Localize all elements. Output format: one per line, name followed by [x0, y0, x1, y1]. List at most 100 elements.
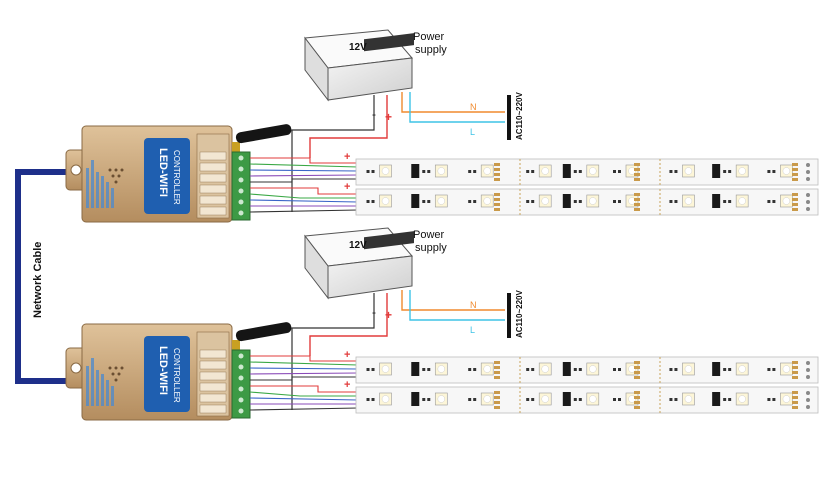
ic-chip	[562, 362, 571, 376]
resistor	[427, 368, 431, 371]
controller-subtitle: CONTROLLER	[172, 150, 181, 205]
led-emitter	[541, 167, 549, 175]
solder-pad	[494, 401, 500, 404]
led-emitter	[541, 365, 549, 373]
resistor	[613, 368, 616, 371]
led-emitter	[437, 365, 446, 373]
resistor	[473, 368, 477, 371]
resistor	[573, 398, 577, 401]
resistor	[468, 200, 472, 203]
resistor	[728, 170, 732, 173]
led-emitter	[483, 167, 491, 175]
resistor	[366, 200, 370, 203]
led-emitter	[738, 167, 746, 175]
resistor	[613, 398, 616, 401]
resistor	[772, 200, 776, 203]
led-strip-1	[355, 158, 819, 186]
resistor	[767, 170, 771, 173]
solder-pad	[494, 376, 500, 379]
solder-pad	[494, 361, 500, 364]
solder-pad	[494, 208, 500, 211]
solder-pad	[634, 193, 640, 196]
solder-pad	[792, 391, 798, 394]
led-emitter	[483, 365, 491, 373]
resistor	[669, 200, 673, 203]
solder-pad	[792, 208, 798, 211]
solder-pad	[792, 203, 798, 206]
led-emitter	[483, 395, 491, 403]
ic-chip	[712, 194, 721, 208]
resistor	[723, 398, 727, 401]
resistor	[723, 170, 727, 173]
resistor	[613, 170, 616, 173]
ic-chip	[712, 362, 721, 376]
resistor	[674, 398, 678, 401]
solder-pad	[792, 173, 798, 176]
network-cable-label: Network Cable	[32, 242, 44, 318]
resistor	[468, 398, 472, 401]
solder-pad	[792, 376, 798, 379]
led-emitter	[589, 395, 597, 403]
resistor	[573, 200, 577, 203]
strip-hole	[806, 391, 810, 395]
ic-chip	[411, 164, 420, 178]
resistor	[473, 200, 477, 203]
resistor	[531, 368, 535, 371]
led-emitter	[782, 167, 791, 175]
resistor	[618, 398, 621, 401]
resistor	[618, 368, 621, 371]
resistor	[772, 368, 776, 371]
led-emitter	[483, 197, 491, 205]
resistor	[578, 170, 582, 173]
solder-pad	[792, 366, 798, 369]
solder-pad	[634, 406, 640, 409]
resistor	[371, 200, 375, 203]
strip-hole	[806, 368, 810, 372]
strip-hole	[806, 170, 810, 174]
mains-l-label: L	[470, 325, 475, 335]
resistor	[767, 398, 771, 401]
terminal-block	[231, 151, 251, 221]
psu-label-line2: supply	[415, 242, 447, 254]
resistor	[422, 398, 426, 401]
solder-pad	[494, 406, 500, 409]
led-emitter	[589, 197, 597, 205]
solder-pad	[634, 361, 640, 364]
led-emitter	[684, 197, 693, 205]
resistor	[371, 368, 375, 371]
ic-chip	[411, 392, 420, 406]
solder-pad	[494, 178, 500, 181]
solder-pad	[634, 208, 640, 211]
solder-pad	[792, 371, 798, 374]
resistor	[618, 200, 621, 203]
ic-chip	[562, 164, 571, 178]
mains-ac-label: AC110~220V	[515, 290, 524, 338]
solder-pad	[792, 198, 798, 201]
solder-pad	[792, 178, 798, 181]
resistor	[613, 200, 616, 203]
solder-pad	[494, 371, 500, 374]
controller-subtitle: CONTROLLER	[172, 348, 181, 403]
led-emitter	[684, 395, 693, 403]
psu-voltage: 12V	[349, 240, 367, 251]
solder-pad	[792, 406, 798, 409]
resistor	[473, 398, 477, 401]
resistor	[427, 398, 431, 401]
ic-chip	[411, 362, 420, 376]
led-emitter	[541, 395, 549, 403]
led-strip-2	[355, 188, 819, 216]
solder-pad	[634, 168, 640, 171]
solder-pad	[494, 198, 500, 201]
resistor	[526, 398, 530, 401]
mains-n-label: N	[470, 102, 477, 112]
psu-voltage: 12V	[349, 42, 367, 53]
resistor	[669, 368, 673, 371]
led-emitter	[589, 167, 597, 175]
solder-pad	[792, 163, 798, 166]
solder-pad	[494, 163, 500, 166]
resistor	[366, 398, 370, 401]
resistor	[573, 368, 577, 371]
resistor	[723, 200, 727, 203]
controller-title: LED-WIFI	[157, 148, 169, 197]
resistor	[578, 398, 582, 401]
